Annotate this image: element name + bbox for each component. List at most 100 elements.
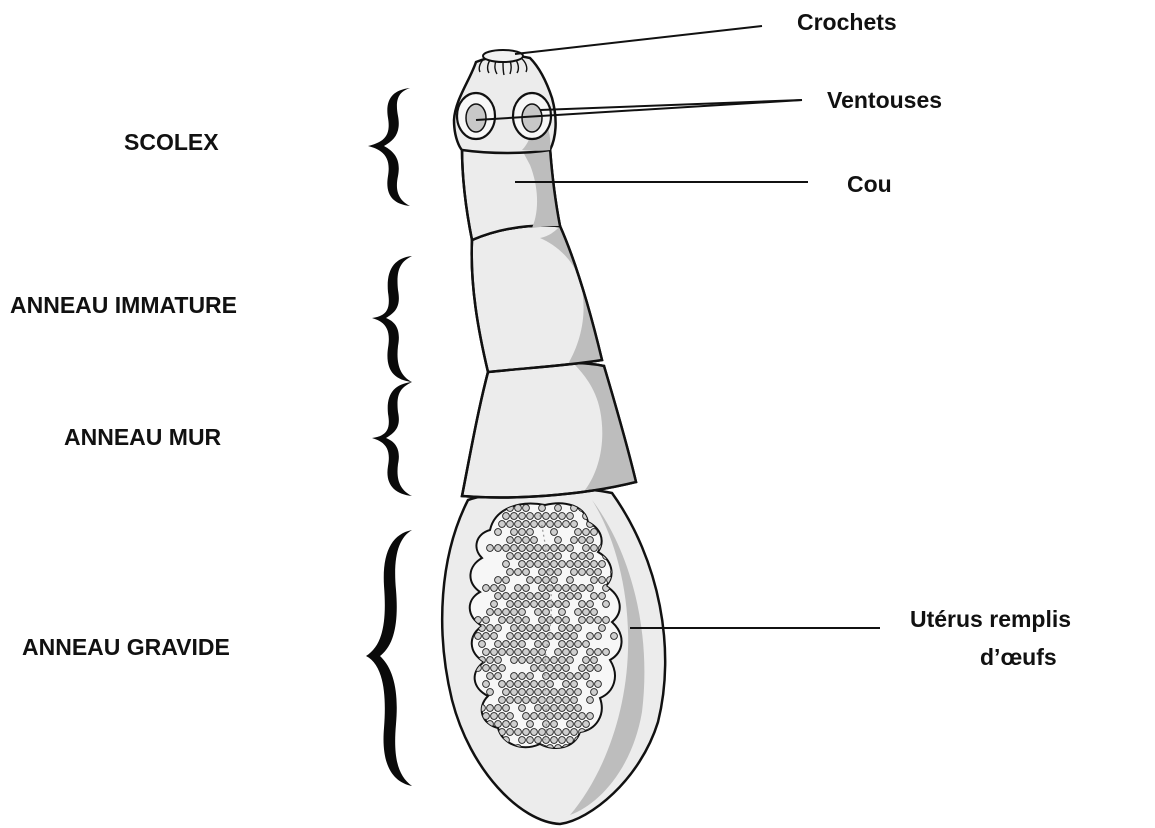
egg [527, 689, 534, 696]
right-labels: Crochets Ventouses Cou Utérus remplis d’… [797, 9, 1071, 670]
egg [591, 689, 598, 696]
egg [583, 721, 590, 728]
egg [527, 529, 534, 536]
egg [547, 713, 554, 720]
egg [527, 673, 534, 680]
egg [559, 593, 566, 600]
egg [603, 601, 610, 608]
egg [511, 721, 518, 728]
egg [587, 697, 594, 704]
egg [595, 633, 602, 640]
egg [555, 713, 562, 720]
egg [567, 625, 574, 632]
egg [495, 593, 502, 600]
egg [519, 529, 526, 536]
egg [595, 649, 602, 656]
egg [535, 657, 542, 664]
egg [579, 617, 586, 624]
egg [515, 569, 522, 576]
egg [547, 729, 554, 736]
egg [515, 681, 522, 688]
egg [591, 609, 598, 616]
egg [519, 689, 526, 696]
egg [555, 617, 562, 624]
egg [495, 673, 502, 680]
egg [511, 529, 518, 536]
egg [571, 649, 578, 656]
left-braces [366, 88, 412, 786]
egg [531, 521, 538, 528]
egg [531, 601, 538, 608]
egg [519, 641, 526, 648]
egg [523, 537, 530, 544]
egg [491, 665, 498, 672]
egg [507, 537, 514, 544]
egg [575, 705, 582, 712]
egg [499, 713, 506, 720]
egg [591, 529, 598, 536]
egg [519, 513, 526, 520]
egg [571, 521, 578, 528]
egg [563, 665, 570, 672]
egg [531, 649, 538, 656]
egg [507, 713, 514, 720]
egg [539, 601, 546, 608]
egg [591, 657, 598, 664]
egg [515, 729, 522, 736]
egg [503, 577, 510, 584]
label-hooks: Crochets [797, 9, 897, 35]
egg [571, 633, 578, 640]
egg [535, 561, 542, 568]
egg [575, 529, 582, 536]
egg [527, 561, 534, 568]
egg [579, 569, 586, 576]
egg [531, 553, 538, 560]
egg [587, 569, 594, 576]
egg [575, 673, 582, 680]
egg [487, 625, 494, 632]
egg [527, 737, 534, 744]
egg [503, 609, 510, 616]
egg [555, 649, 562, 656]
label-neck: Cou [847, 171, 892, 197]
egg [575, 689, 582, 696]
egg [539, 681, 546, 688]
uterus-with-eggs [467, 503, 622, 751]
egg [503, 545, 510, 552]
egg [587, 617, 594, 624]
egg [599, 561, 606, 568]
egg [587, 553, 594, 560]
egg [587, 537, 594, 544]
egg [495, 657, 502, 664]
egg [531, 713, 538, 720]
egg [475, 633, 482, 640]
egg [571, 585, 578, 592]
egg [559, 609, 566, 616]
label-scolex: SCOLEX [124, 129, 219, 155]
egg [523, 553, 530, 560]
egg [503, 705, 510, 712]
egg [551, 577, 558, 584]
egg [555, 521, 562, 528]
egg [555, 585, 562, 592]
egg [507, 601, 514, 608]
egg [555, 697, 562, 704]
egg [483, 665, 490, 672]
egg [519, 609, 526, 616]
egg [575, 593, 582, 600]
egg [575, 625, 582, 632]
egg [483, 633, 490, 640]
egg [603, 649, 610, 656]
egg [583, 545, 590, 552]
egg [575, 561, 582, 568]
egg [587, 601, 594, 608]
egg [555, 665, 562, 672]
egg [567, 705, 574, 712]
egg [567, 673, 574, 680]
egg [511, 545, 518, 552]
egg [531, 729, 538, 736]
egg [551, 545, 558, 552]
egg [583, 657, 590, 664]
egg [503, 593, 510, 600]
egg [491, 601, 498, 608]
